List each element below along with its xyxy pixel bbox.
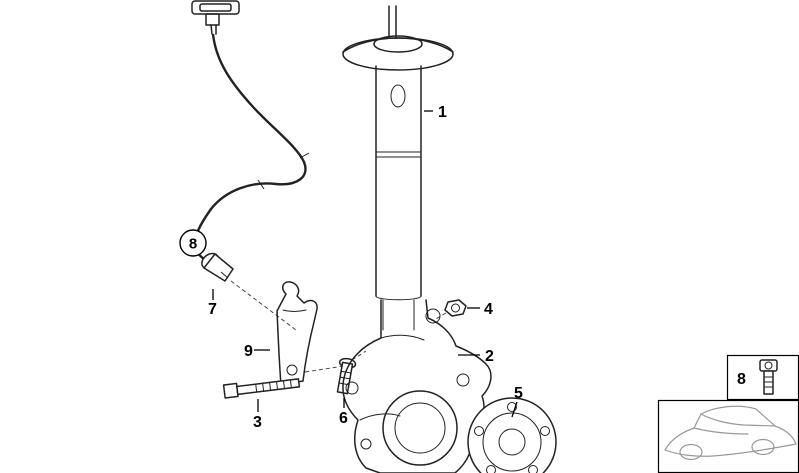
wheel-hub bbox=[467, 397, 557, 473]
callout-7[interactable]: 7 bbox=[208, 301, 217, 318]
nut4-dash bbox=[433, 312, 447, 321]
socket-bolt-icon bbox=[759, 359, 778, 395]
callout-9[interactable]: 9 bbox=[244, 343, 253, 360]
cable-connector bbox=[191, 0, 240, 35]
inset-8-label[interactable]: 8 bbox=[737, 371, 746, 388]
inset-vehicle-box[interactable] bbox=[657, 399, 799, 473]
bracket-mount-dash bbox=[304, 365, 345, 373]
callout-5[interactable]: 5 bbox=[514, 385, 523, 402]
nut-4 bbox=[444, 299, 467, 317]
callout-3[interactable]: 3 bbox=[253, 414, 262, 431]
front-strut bbox=[342, 5, 454, 331]
sensor-bracket bbox=[276, 281, 318, 386]
car-silhouette-icon bbox=[664, 405, 797, 461]
callout-6[interactable]: 6 bbox=[339, 410, 348, 427]
callout-4[interactable]: 4 bbox=[484, 301, 493, 318]
sensor-assembly-dash bbox=[230, 280, 297, 331]
abs-sensor-cable bbox=[193, 33, 307, 262]
bolt-6 bbox=[336, 357, 357, 395]
callouts: 1 2 3 4 5 6 7 9 bbox=[208, 104, 523, 431]
callout-8-circle[interactable]: 8 bbox=[179, 229, 207, 257]
callout-2[interactable]: 2 bbox=[485, 348, 494, 365]
inset-part8-box[interactable]: 8 bbox=[726, 354, 799, 401]
bolt6-dash bbox=[351, 350, 367, 361]
callout-8-label[interactable]: 8 bbox=[189, 236, 197, 253]
cable-clip bbox=[257, 152, 310, 190]
abs-sensor bbox=[201, 252, 234, 282]
bolt-3 bbox=[222, 378, 301, 399]
steering-knuckle bbox=[342, 299, 492, 473]
callout-1[interactable]: 1 bbox=[438, 104, 447, 121]
